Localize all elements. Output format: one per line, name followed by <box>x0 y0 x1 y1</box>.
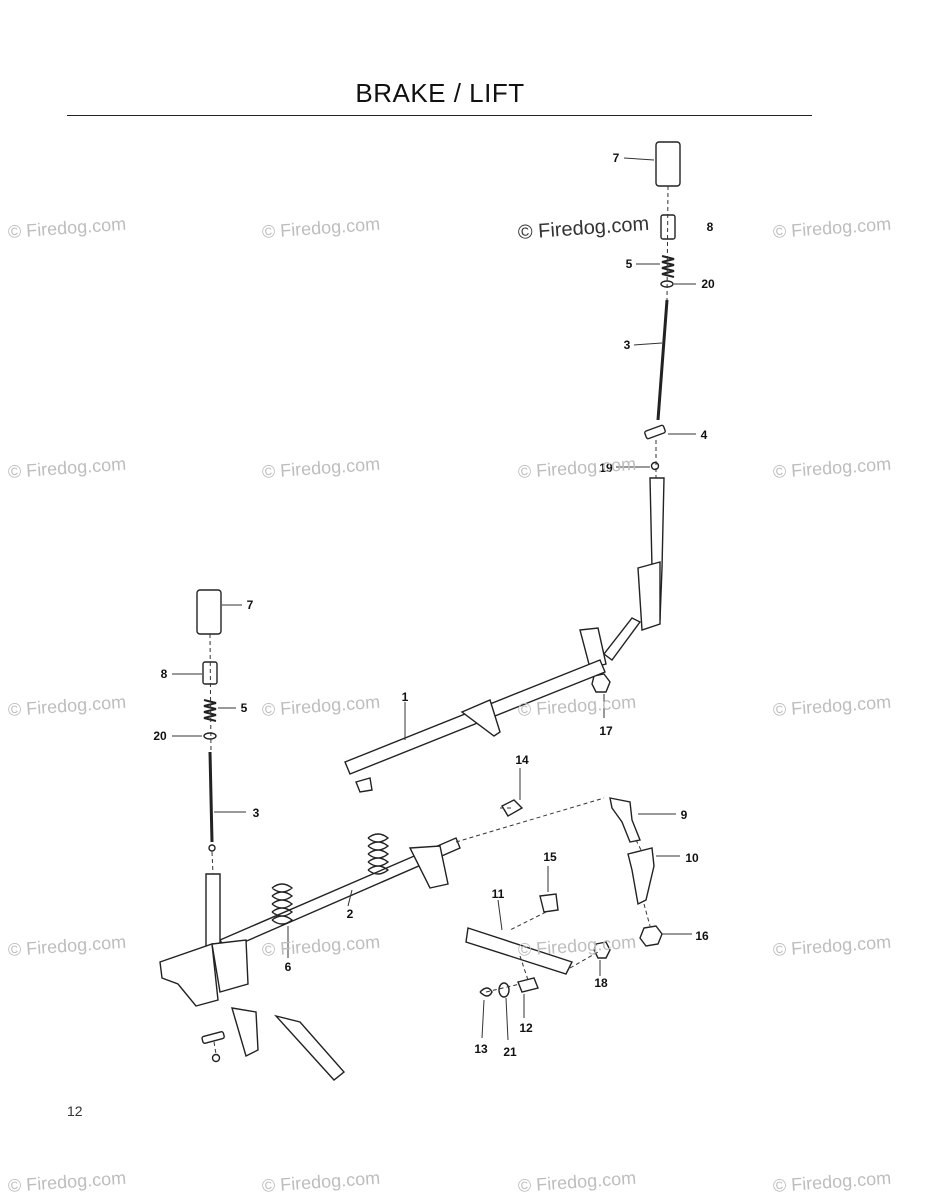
lift-arm-plate-right <box>637 561 661 631</box>
callout-13: 13 <box>474 1042 488 1056</box>
callout-19: 19 <box>599 461 613 475</box>
part-12-bolt <box>517 977 539 993</box>
part-13-clip <box>479 987 493 997</box>
dash-9-10 <box>635 839 643 853</box>
callout-7: 7 <box>246 598 254 612</box>
title-rule <box>67 115 812 116</box>
callout-7: 7 <box>612 151 620 165</box>
leader-3a <box>633 342 663 346</box>
spring-part-6 <box>271 883 294 925</box>
bracket-right <box>579 627 607 669</box>
part-7-sleeve-upper <box>655 141 681 187</box>
part-18-nut <box>593 941 611 959</box>
spring-center <box>367 833 390 875</box>
callout-20: 20 <box>153 729 167 743</box>
callout-5: 5 <box>625 257 633 271</box>
page-title: BRAKE / LIFT <box>355 78 525 108</box>
callout-9: 9 <box>680 808 688 822</box>
lift-plate-left <box>159 943 219 1007</box>
part-3-rod-upper <box>656 299 669 421</box>
nut-lower-left <box>211 1053 221 1063</box>
leader-11 <box>497 899 503 931</box>
part-10-lever <box>627 847 655 906</box>
callout-10: 10 <box>685 851 699 865</box>
part-15-bolt <box>539 893 559 913</box>
callout-12: 12 <box>519 1021 533 1035</box>
part-5-spring-upper <box>661 255 675 278</box>
part-3-rod-left <box>208 751 214 843</box>
part-7-sleeve-left <box>196 589 222 635</box>
brake-pedal-link <box>273 1014 346 1081</box>
part-11-link <box>465 927 573 975</box>
dash-left-lower <box>211 851 214 875</box>
callout-8: 8 <box>160 667 168 681</box>
dash-11-12 <box>519 955 529 981</box>
leader-21 <box>505 997 509 1041</box>
callout-15: 15 <box>543 850 557 864</box>
callout-21: 21 <box>503 1045 517 1059</box>
pin-lower-left <box>201 1031 225 1044</box>
callout-3: 3 <box>623 338 631 352</box>
part-16-nut <box>639 925 663 947</box>
lift-link-right <box>603 617 642 661</box>
part-17-nut <box>591 673 611 693</box>
callout-14: 14 <box>515 753 529 767</box>
callout-17: 17 <box>599 724 613 738</box>
callout-11: 11 <box>491 887 505 901</box>
callout-4: 4 <box>700 428 708 442</box>
part-4-pin <box>644 424 666 440</box>
dash-shaft2 <box>455 797 605 843</box>
dash-lower-left <box>213 1041 217 1055</box>
lift-plate-left-b <box>211 939 249 993</box>
part-5-spring-left <box>203 699 217 722</box>
dash-15-11 <box>509 911 547 931</box>
callout-20: 20 <box>701 277 715 291</box>
shaft-2-plate <box>408 845 449 889</box>
shaft-1-clip <box>355 777 373 793</box>
part-20-washer-left <box>203 732 217 740</box>
callout-8: 8 <box>706 220 714 234</box>
callout-2: 2 <box>346 907 354 921</box>
brake-lever <box>231 1007 259 1058</box>
dash-upper-right <box>666 185 669 301</box>
rod-end-left <box>208 844 216 852</box>
leader-13 <box>481 999 485 1039</box>
callout-18: 18 <box>594 976 608 990</box>
page-number: 12 <box>67 1103 83 1119</box>
callout-16: 16 <box>695 929 709 943</box>
leader-7a <box>623 157 655 161</box>
part-9-rod <box>609 797 641 843</box>
shaft-1-arm <box>460 699 501 737</box>
dash-12-13 <box>485 983 521 993</box>
leader-2 <box>347 889 353 907</box>
dash-11-18 <box>569 951 599 969</box>
part-19-nut <box>650 461 660 471</box>
part-14-clip <box>501 799 524 817</box>
part-21-washer <box>498 982 510 998</box>
callout-5: 5 <box>240 701 248 715</box>
callout-1: 1 <box>401 690 409 704</box>
callout-3: 3 <box>252 806 260 820</box>
callout-6: 6 <box>284 960 292 974</box>
dash-left-upper <box>209 633 212 753</box>
dash-10-16 <box>643 903 651 927</box>
